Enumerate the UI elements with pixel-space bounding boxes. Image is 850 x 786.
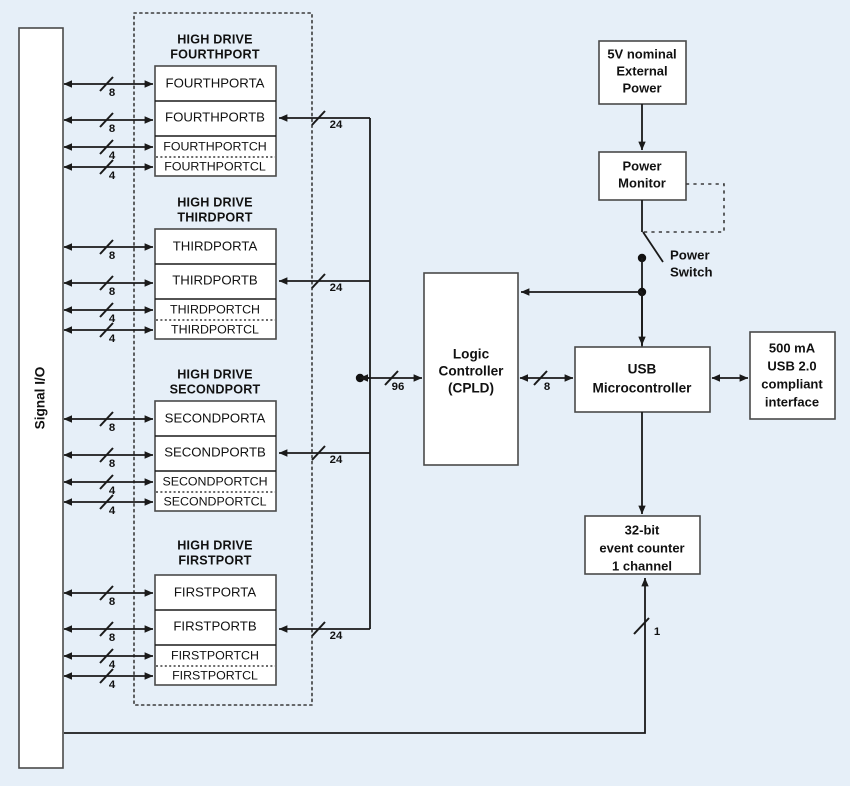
port-row-label: THIRDPORTCH xyxy=(170,302,260,316)
group-label-line2: FIRSTPORT xyxy=(178,553,251,567)
bus-width-label: 4 xyxy=(109,170,116,182)
port-row-label: FOURTHPORTA xyxy=(166,75,265,90)
bus-width-label: 4 xyxy=(109,333,116,345)
group-label-line2: SECONDPORT xyxy=(170,382,261,396)
group-label-line1: HIGH DRIVE xyxy=(177,367,252,381)
group-bus-label: 24 xyxy=(330,282,343,294)
group-bus-label: 24 xyxy=(330,119,343,131)
port-row-label: FIRSTPORTA xyxy=(174,584,257,599)
bus-width-label: 8 xyxy=(544,381,550,393)
external-power-block: 5V nominal External Power xyxy=(598,40,687,105)
usb-interface-line2: USB 2.0 xyxy=(767,358,816,373)
bus-width-label: 8 xyxy=(109,250,115,262)
event-counter-line2: event counter xyxy=(599,540,684,555)
usb-bus-8: 8 xyxy=(519,370,574,393)
logic-controller-line1: Logic xyxy=(453,347,490,362)
bus-width-label: 4 xyxy=(109,659,116,671)
high-drive-enclosure xyxy=(133,12,313,706)
usb-interface-line3: compliant xyxy=(761,376,823,391)
group-label-line2: THIRDPORT xyxy=(177,210,252,224)
power-monitor-line1: Power xyxy=(622,158,661,173)
port-row-label: THIRDPORTB xyxy=(172,272,258,287)
usb-microcontroller-line1: USB xyxy=(628,362,657,377)
bus-width-label: 8 xyxy=(109,632,115,644)
event-counter-line3: 1 channel xyxy=(612,558,672,573)
group-label-line1: HIGH DRIVE xyxy=(177,538,252,552)
group-label-line1: HIGH DRIVE xyxy=(177,195,252,209)
bus-width-label: 8 xyxy=(109,422,115,434)
bus-width-label: 8 xyxy=(109,596,115,608)
external-power-line2: External xyxy=(616,63,667,78)
port-row-label: SECONDPORTCL xyxy=(163,494,266,508)
port-row-label: SECONDPORTCH xyxy=(162,474,267,488)
power-switch-line2: Switch xyxy=(670,264,713,279)
usb-microcontroller-block: USB Microcontroller xyxy=(574,346,711,413)
power-monitor-line2: Monitor xyxy=(618,175,666,190)
bus-width-label: 4 xyxy=(109,679,116,691)
port-row-label: THIRDPORTCL xyxy=(171,322,259,336)
port-row-label: FOURTHPORTCL xyxy=(164,159,266,173)
bus-width-label: 4 xyxy=(109,505,116,517)
port-group-thirdport: HIGH DRIVE THIRDPORT THIRDPORTA THIRDPOR… xyxy=(63,195,370,345)
usb-interface-line1: 500 mA xyxy=(769,340,816,355)
port-row-label: SECONDPORTB xyxy=(164,444,266,459)
external-power-line3: Power xyxy=(622,80,661,95)
group-bus-label: 24 xyxy=(330,630,343,642)
group-bus-label: 24 xyxy=(330,454,343,466)
bus-width-label: 4 xyxy=(109,485,116,497)
port-group-fourthport: HIGH DRIVE FOURTHPORT FOURTHPORTA FOURTH… xyxy=(63,32,370,182)
port-group-secondport: HIGH DRIVE SECONDPORT SECONDPORTA SECOND… xyxy=(63,367,370,517)
power-switch: Power Switch xyxy=(637,200,713,378)
signal-io-bar: Signal I/O xyxy=(18,27,64,769)
event-counter-line1: 32-bit xyxy=(625,522,660,537)
port-group-firstport: HIGH DRIVE FIRSTPORT FIRSTPORTA FIRSTPOR… xyxy=(63,538,370,691)
group-label-line1: HIGH DRIVE xyxy=(177,32,252,46)
event-counter-block: 32-bit event counter 1 channel xyxy=(584,412,701,575)
power-switch-line1: Power xyxy=(670,247,710,262)
usb-interface-line4: interface xyxy=(765,394,819,409)
usb-microcontroller-line2: Microcontroller xyxy=(593,381,693,396)
port-row-label: FIRSTPORTB xyxy=(173,618,256,633)
port-row-label: FOURTHPORTB xyxy=(165,109,265,124)
cpld-bus-96: 96 xyxy=(359,370,423,393)
port-row-label: THIRDPORTA xyxy=(173,238,258,253)
bus-width-label: 8 xyxy=(109,123,115,135)
port-row-label: FIRSTPORTCL xyxy=(172,668,258,682)
bus-width-label: 4 xyxy=(109,150,116,162)
port-row-label: SECONDPORTA xyxy=(165,410,266,425)
power-monitor-control-dotted-line xyxy=(644,183,725,233)
event-counter-input-path: 1 xyxy=(64,577,661,734)
port-row-label: FOURTHPORTCH xyxy=(163,139,267,153)
port-row-label: FIRSTPORTCH xyxy=(171,648,259,662)
port-trunk-bus xyxy=(355,118,371,629)
bus-width-label: 8 xyxy=(109,286,115,298)
logic-controller-line3: (CPLD) xyxy=(448,381,494,396)
power-monitor-block: Power Monitor xyxy=(598,151,687,201)
usb-interface-block: 500 mA USB 2.0 compliant interface xyxy=(749,331,836,420)
external-power-line1: 5V nominal xyxy=(607,46,676,61)
bus-width-label: 4 xyxy=(109,313,116,325)
logic-controller-line2: Controller xyxy=(439,364,505,379)
bus-width-label: 8 xyxy=(109,458,115,470)
bus-width-label: 8 xyxy=(109,87,115,99)
bus-width-label: 96 xyxy=(392,381,405,393)
signal-io-label: Signal I/O xyxy=(33,367,48,430)
bus-width-label: 1 xyxy=(654,626,661,638)
group-label-line2: FOURTHPORT xyxy=(170,47,260,61)
logic-controller-block: Logic Controller (CPLD) xyxy=(423,272,519,466)
